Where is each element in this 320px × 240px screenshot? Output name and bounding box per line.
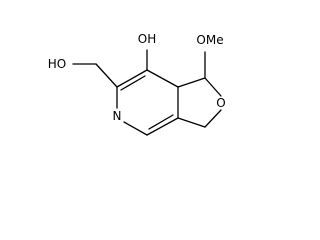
bond-c7a-c1 bbox=[177, 77, 206, 88]
bond-c3-c3a bbox=[177, 117, 206, 128]
bond-o2-c3 bbox=[204, 109, 222, 128]
ring-nitrogen-label: N bbox=[113, 109, 122, 123]
hydroxyl-label: OH bbox=[138, 32, 156, 46]
ring-oxygen-label: O bbox=[216, 96, 225, 110]
bond-c4-c3a bbox=[146, 117, 179, 136]
bond-c4-c3a-inner bbox=[148, 114, 174, 130]
hydroxymethyl-label: HO bbox=[48, 57, 66, 71]
bond-c1-o2 bbox=[204, 77, 222, 97]
chemical-structure-diagram: HO OH OMe N O bbox=[48, 32, 226, 136]
bond-c7-c6 bbox=[116, 69, 148, 88]
bond-c7-c6-inner bbox=[120, 75, 146, 91]
methoxy-label: OMe bbox=[196, 33, 223, 47]
bond-n-c4 bbox=[123, 121, 148, 136]
bond-c7a-c7 bbox=[146, 69, 179, 88]
bond-c6-ch2 bbox=[95, 63, 118, 88]
